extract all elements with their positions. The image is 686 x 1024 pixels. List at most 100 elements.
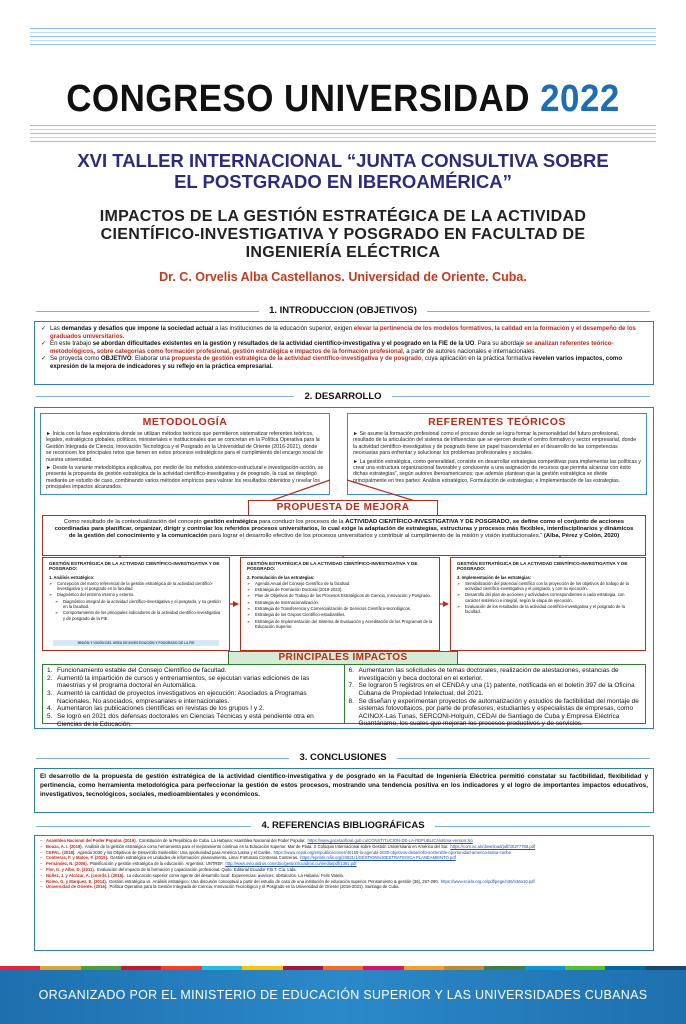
- formulacion-estrategias-box: GESTIÓN ESTRATÉGICA DE LA ACTIVIDAD CIEN…: [240, 557, 440, 651]
- impactos-right-column: 6.Aumentaron las solicitudes de temas do…: [345, 665, 646, 727]
- impact-item: 1.Funcionamiento estable del Consejo Cie…: [47, 667, 227, 674]
- footer-stripe: [363, 966, 404, 970]
- column-subtitle: 1. Análisis estratégico:: [49, 574, 95, 580]
- metodologia-paragraph: ► Desde la variante metodológica explica…: [46, 465, 324, 491]
- list-item: Estrategia de los Grupos Científico-estu…: [247, 612, 433, 618]
- metodologia-box: METODOLOGÍA ► Inicia con la fase explora…: [40, 413, 330, 495]
- footer-stripe: [121, 966, 162, 970]
- reference-item: –Bouza, A. I. (2018).Análisis de la gest…: [40, 843, 536, 849]
- reference-item: –Fernández, N. (2006).Planificación y ge…: [40, 861, 357, 867]
- footer-color-stripes: [0, 966, 686, 970]
- paper-title-line1: IMPACTOS DE LA GESTIÓN ESTRATÉGICA DE LA…: [99, 208, 587, 225]
- column-header: GESTIÓN ESTRATÉGICA DE LA ACTIVIDAD CIEN…: [247, 561, 418, 572]
- section-title-referencias: 4. REFERENCIAS BIBLIOGRÁFICAS: [0, 820, 686, 831]
- intro-paragraph-3: ✓ Se proyecta como OBJETIVO: Elaborar un…: [41, 355, 623, 370]
- paper-title-line3: INGENIERÍA ELÉCTRICA: [245, 244, 441, 261]
- list-item: Desarrollo del plan de acciones y activi…: [457, 592, 639, 603]
- implementacion-estrategias-box: GESTIÓN ESTRATÉGICA DE LA ACTIVIDAD CIEN…: [450, 557, 646, 651]
- footer-stripe: [282, 966, 323, 970]
- workshop-title-line1: XVI TALLER INTERNACIONAL “JUNTA CONSULTI…: [77, 150, 609, 171]
- paper-title-line2: CIENTÍFICO-INVESTIGATIVA Y POSGRADO EN F…: [100, 226, 586, 243]
- list-item: Concepción del marco referencial de la g…: [49, 581, 223, 592]
- column-header: GESTIÓN ESTRATÉGICA DE LA ACTIVIDAD CIEN…: [457, 561, 628, 572]
- section-title-desarrollo: 2. DESARROLLO: [0, 391, 686, 402]
- column-header: GESTIÓN ESTRATÉGICA DE LA ACTIVIDAD CIEN…: [49, 561, 220, 572]
- workshop-title: XVI TALLER INTERNACIONAL “JUNTA CONSULTI…: [40, 150, 646, 192]
- impact-item: 5.Se logró en 2021 dos defensas doctoral…: [47, 713, 314, 728]
- reference-link[interactable]: https://www.gacetaoficial.gob.cu/CONSTIT…: [307, 838, 473, 843]
- reference-link[interactable]: https://eprints.rclis.org/24821/1/GESTIO…: [300, 855, 456, 861]
- metodologia-paragraph: ► Inicia con la fase exploratoria donde …: [46, 431, 323, 463]
- check-icon: ✓: [41, 325, 47, 332]
- impactos-title: PRINCIPALES IMPACTOS: [228, 651, 458, 665]
- reference-item: –Universidad de Oriente. (2016).Política…: [40, 884, 400, 890]
- reference-item: –CEPAL. (2018).Agenda 2030 y los Objetiv…: [40, 849, 512, 855]
- intro-box: ✓ Las demandas y desafíos que impone la …: [34, 321, 654, 385]
- footer-stripe: [645, 966, 686, 970]
- section-title-conclusiones: 3. CONCLUSIONES: [0, 752, 686, 763]
- reference-link[interactable]: http://www.ovicuadrus.com/doc/gestion/cu…: [225, 861, 357, 867]
- footer-stripe: [403, 966, 444, 970]
- list-item: Estrategia de Internacionalización.: [247, 600, 433, 606]
- header-stripes-bottom: [30, 125, 656, 145]
- footer-stripe: [80, 966, 122, 970]
- list-item: Evaluación de los resultados de la activ…: [457, 604, 639, 615]
- paper-title: IMPACTOS DE LA GESTIÓN ESTRATÉGICA DE LA…: [40, 208, 646, 262]
- desarrollo-box: [34, 407, 654, 729]
- list-item: Comportamiento de los principales indica…: [55, 610, 223, 621]
- footer-stripe: [605, 966, 646, 970]
- metodologia-title: METODOLOGÍA: [142, 416, 228, 428]
- referentes-title: REFERENTES TEÓRICOS: [428, 416, 566, 428]
- workshop-title-line2: EL POSTGRADO EN IBEROAMÉRICA”: [174, 171, 512, 192]
- footer-text: ORGANIZADO POR EL MINISTERIO DE EDUCACIÓ…: [38, 988, 648, 1002]
- list-item: Estrategia de Formación Doctoral (2019-2…: [247, 587, 433, 593]
- footer-stripe: [484, 966, 525, 970]
- propuesta-mejora-text: Como resultado de la contextualización d…: [42, 515, 646, 556]
- impact-item: 3.Aumentó la cantidad de proyectos inves…: [47, 690, 307, 705]
- reference-link[interactable]: https://www.scielo.org.co/pdf/pege/n36/n…: [440, 878, 535, 884]
- footer-stripe: [0, 966, 41, 970]
- formulacion-list: Agenda Anual del Consejo Científico de l…: [247, 581, 433, 629]
- reference-item: –Flor, G. y Albo, D. (2011).Evaluación d…: [40, 866, 297, 872]
- impact-item: 7.Se lograron 5 registros en el CENDA y …: [348, 682, 635, 697]
- footer-banner: [0, 966, 686, 1024]
- list-item: Agenda Anual del Consejo Científico de l…: [247, 581, 433, 587]
- footer-stripe: [524, 966, 566, 970]
- footer-stripe: [443, 966, 485, 970]
- footer-stripe: [242, 966, 283, 970]
- reference-link[interactable]: https://www.cepal.org/es/publicaciones/4…: [273, 849, 512, 855]
- impact-item: 6.Aumentaron las solicitudes de temas do…: [348, 667, 619, 682]
- reference-item: –Contreras, F. y Matos, F. (2015).Gestió…: [40, 855, 456, 861]
- congress-title: CONGRESO UNIVERSIDAD 2022: [27, 78, 658, 121]
- author: Dr. C. Orvelis Alba Castellanos. Univers…: [159, 270, 527, 284]
- conclusiones-box: El desarrollo de la propuesta de gestión…: [34, 768, 654, 813]
- check-icon: ✓: [41, 340, 47, 348]
- referentes-paragraph: ► La gestión estratégica, como generalid…: [353, 458, 641, 484]
- check-icon: ✓: [41, 355, 47, 363]
- impact-item: 8.Se diseñan y experimentan proyectos de…: [348, 697, 639, 728]
- list-item: Diagnóstico del entorno interno y extern…: [49, 592, 223, 598]
- footer-stripe: [322, 966, 364, 970]
- footer-stripe: [161, 966, 202, 970]
- mision-vision-bar: MISIÓN Y VISIÓN DEL ÁREA DE INVESTIGACIÓ…: [53, 640, 219, 646]
- column-subtitle: 3. Implementación de las estrategias:: [457, 574, 532, 580]
- reference-item: –Asamblea Nacional del Poder Popular. (2…: [40, 838, 473, 843]
- impactos-left-column: 1.Funcionamiento estable del Consejo Cie…: [43, 665, 345, 728]
- analisis-estrategico-box: GESTIÓN ESTRATÉGICA DE LA ACTIVIDAD CIEN…: [42, 557, 230, 651]
- intro-paragraph-1: ✓ Las demandas y desafíos que impone la …: [41, 325, 636, 340]
- header-stripes: [30, 28, 656, 48]
- congress-year: 2022: [540, 78, 620, 120]
- footer-stripe: [40, 966, 81, 970]
- referentes-box: REFERENTES TEÓRICOS ► Se asume la formac…: [347, 413, 647, 495]
- implementacion-list: Sensibilización del potencial científico…: [457, 581, 639, 615]
- reference-link[interactable]: https://core.ac.uk/download/pdf/30377758…: [450, 843, 536, 849]
- column-subtitle: 2. Formulación de las estrategias:: [247, 574, 315, 580]
- intro-paragraph-2: ✓ En este trabajo se abordan dificultade…: [41, 340, 614, 355]
- referencias-box: –Asamblea Nacional del Poder Popular. (2…: [34, 835, 654, 951]
- list-item: Plan de Objetivos de Trabajo de los Proc…: [247, 593, 433, 599]
- analisis-list: Concepción del marco referencial de la g…: [49, 581, 223, 621]
- referentes-paragraph: ► Se asume la formación profesional como…: [353, 431, 637, 457]
- footer-stripe: [565, 966, 606, 970]
- impact-item: 2.Aumentó la impartición de cursos y ent…: [47, 674, 310, 690]
- reference-item: –Romo, G. y Márquez, E. (2014).Gestión e…: [40, 878, 535, 884]
